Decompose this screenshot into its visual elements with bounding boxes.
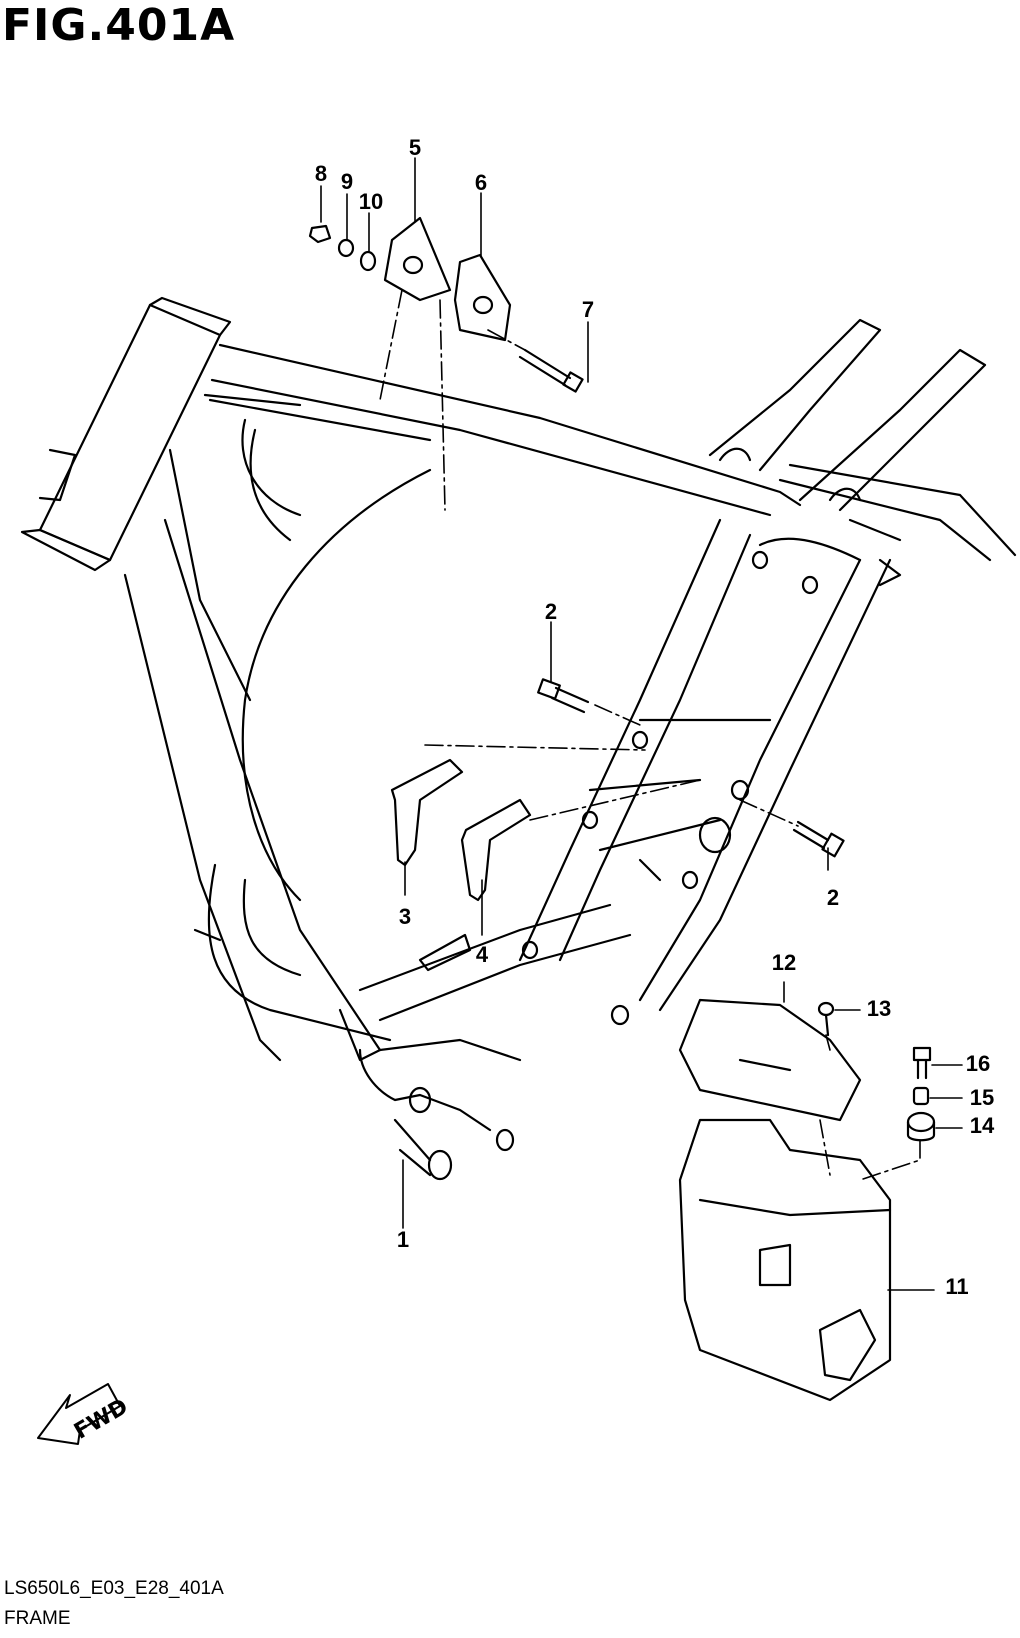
battery-cover-part-12 [678,998,862,1122]
bolt-part-7 [518,348,584,393]
figure-title: FIG.401A [2,0,236,51]
callout-13: 13 [866,996,892,1021]
bolt-part-2-upper [537,678,590,714]
callout-16: 16 [965,1051,991,1076]
fwd-direction-arrow: FWD [37,1383,132,1445]
battery-case-part-11 [678,1118,892,1402]
bolt-part-2-lower [792,820,845,858]
diagram-code: LS650L6_E03_E28_401A [4,1578,224,1599]
bracket-part-6 [453,253,512,342]
callout-5: 5 [408,135,422,160]
screw-part-13 [817,1001,835,1037]
callout-4: 4 [475,942,489,967]
cushion-part-14 [906,1111,936,1142]
nut-part-8 [308,224,332,244]
bracket-part-4 [418,798,532,972]
callout-9: 9 [340,169,354,194]
bracket-part-5 [383,216,452,302]
callout-11: 11 [945,1274,969,1299]
washer-part-10 [359,250,377,272]
spacer-part-15 [912,1086,930,1106]
callout-15: 15 [969,1085,995,1110]
callout-12: 12 [771,950,797,975]
callout-7: 7 [581,297,595,322]
callout-10: 10 [358,189,384,214]
main-frame-part [20,296,1017,1181]
callout-14: 14 [969,1113,995,1138]
callout-1: 1 [396,1227,410,1252]
callout-3: 3 [398,904,412,929]
callout-2-lower: 2 [826,885,840,910]
diagram-name: FRAME [4,1608,71,1629]
callout-8: 8 [314,161,328,186]
assembly-guide-lines [379,289,921,1181]
callout-6: 6 [474,170,488,195]
bracket-part-3 [390,758,464,867]
bolt-part-16 [912,1046,932,1080]
washer-part-9 [337,238,355,258]
callout-leader-lines [320,157,963,1291]
callout-2-upper: 2 [544,599,558,624]
